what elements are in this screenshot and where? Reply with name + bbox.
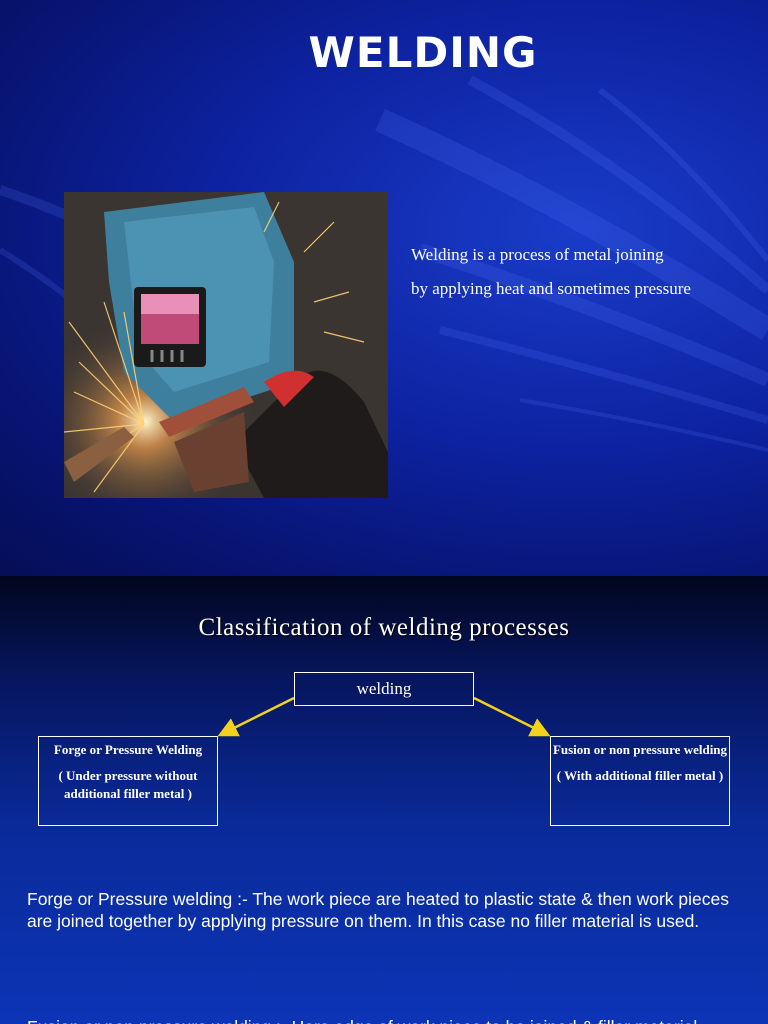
definition-line-2: by applying heat and sometimes pressure	[411, 279, 691, 298]
slide-title: WELDING	[308, 28, 538, 77]
forge-welding-explanation: Forge or Pressure welding :- The work pi…	[27, 889, 729, 931]
fusion-welding-explanation: Fusion or non pressure welding :- Here e…	[27, 1016, 757, 1024]
slide-classification: Classification of welding processes weld…	[0, 576, 768, 1024]
arrow-right	[473, 696, 551, 737]
fusion-welding-box: Fusion or non pressure welding ( With ad…	[550, 736, 730, 826]
fusion-box-subtitle: ( With additional filler metal )	[556, 768, 724, 783]
background-rays	[0, 75, 768, 452]
arrow-left	[217, 696, 295, 737]
fusion-box-title: Fusion or non pressure welding	[552, 742, 728, 757]
forge-box-subtitle: ( Under pressure without additional fill…	[58, 768, 198, 801]
slide-welding-intro: WELDING	[0, 0, 768, 576]
welding-definition: Welding is a process of metal joining by…	[411, 238, 691, 306]
welding-root-box: welding	[294, 672, 474, 706]
classification-title: Classification of welding processes	[198, 614, 570, 641]
forge-box-title: Forge or Pressure Welding	[53, 742, 203, 757]
welder-photo	[64, 192, 388, 498]
definition-line-1: Welding is a process of metal joining	[411, 245, 664, 264]
forge-pressure-welding-box: Forge or Pressure Welding ( Under pressu…	[38, 736, 218, 826]
